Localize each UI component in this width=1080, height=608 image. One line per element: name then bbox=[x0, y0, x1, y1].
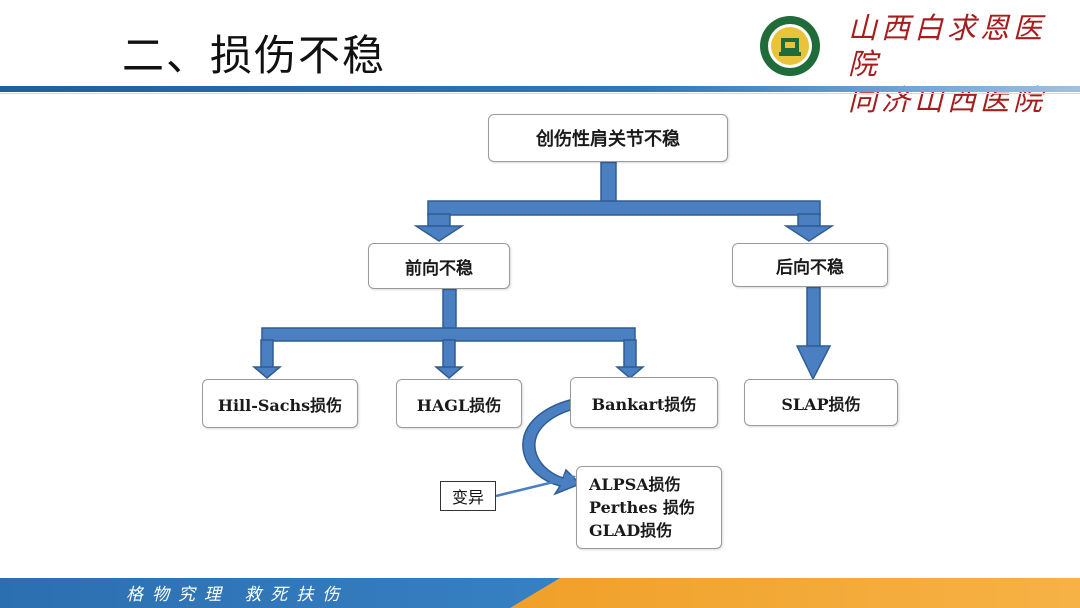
posterior-stem bbox=[806, 286, 821, 348]
arrow-to-hagl bbox=[433, 366, 465, 379]
variants-box: ALPSA损伤 Perthes 损伤 GLAD损伤 bbox=[576, 466, 722, 549]
arrow-to-hill-sachs bbox=[251, 366, 283, 379]
posterior-box: 后向不稳 bbox=[732, 243, 888, 287]
hill-sachs-box: Hill-Sachs损伤 bbox=[202, 379, 358, 428]
hospital-logo bbox=[760, 16, 820, 76]
root-box: 创伤性肩关节不稳 bbox=[488, 114, 728, 162]
left-leaf-stem bbox=[260, 339, 274, 369]
header-divider-thin bbox=[0, 93, 1080, 94]
variant-perthes: Perthes 损伤 bbox=[589, 498, 695, 517]
anterior-box: 前向不稳 bbox=[368, 243, 510, 289]
root-stem bbox=[600, 161, 617, 203]
anterior-stem bbox=[442, 288, 457, 330]
second-branch-bar bbox=[261, 327, 636, 342]
variant-glad: GLAD损伤 bbox=[589, 521, 673, 540]
slap-box: SLAP损伤 bbox=[744, 379, 898, 426]
left-drop-stem bbox=[427, 213, 451, 227]
middle-leaf-stem bbox=[442, 339, 456, 369]
top-branch-bar bbox=[427, 200, 821, 216]
variant-pointer-arrow bbox=[495, 476, 571, 498]
right-leaf-stem bbox=[623, 339, 637, 369]
variant-label: 变异 bbox=[440, 481, 496, 511]
arrow-to-posterior bbox=[783, 225, 835, 242]
arrow-to-anterior bbox=[413, 225, 465, 242]
footer-motto: 格物究理 救死扶伤 bbox=[126, 585, 349, 605]
arrow-to-slap bbox=[795, 345, 832, 381]
variant-alpsa: ALPSA损伤 bbox=[589, 475, 681, 494]
bankart-box: Bankart损伤 bbox=[570, 377, 718, 428]
variant-pointer-head bbox=[563, 474, 576, 485]
right-drop-stem bbox=[797, 213, 821, 227]
footer-accent bbox=[510, 578, 1080, 608]
header-divider bbox=[0, 86, 1080, 92]
hagl-box: HAGL损伤 bbox=[396, 379, 522, 428]
arrow-to-bankart bbox=[614, 366, 646, 379]
slide-title: 二、损伤不稳 bbox=[122, 31, 387, 80]
hospital-name-line1: 山西白求恩医院 bbox=[848, 11, 1047, 81]
